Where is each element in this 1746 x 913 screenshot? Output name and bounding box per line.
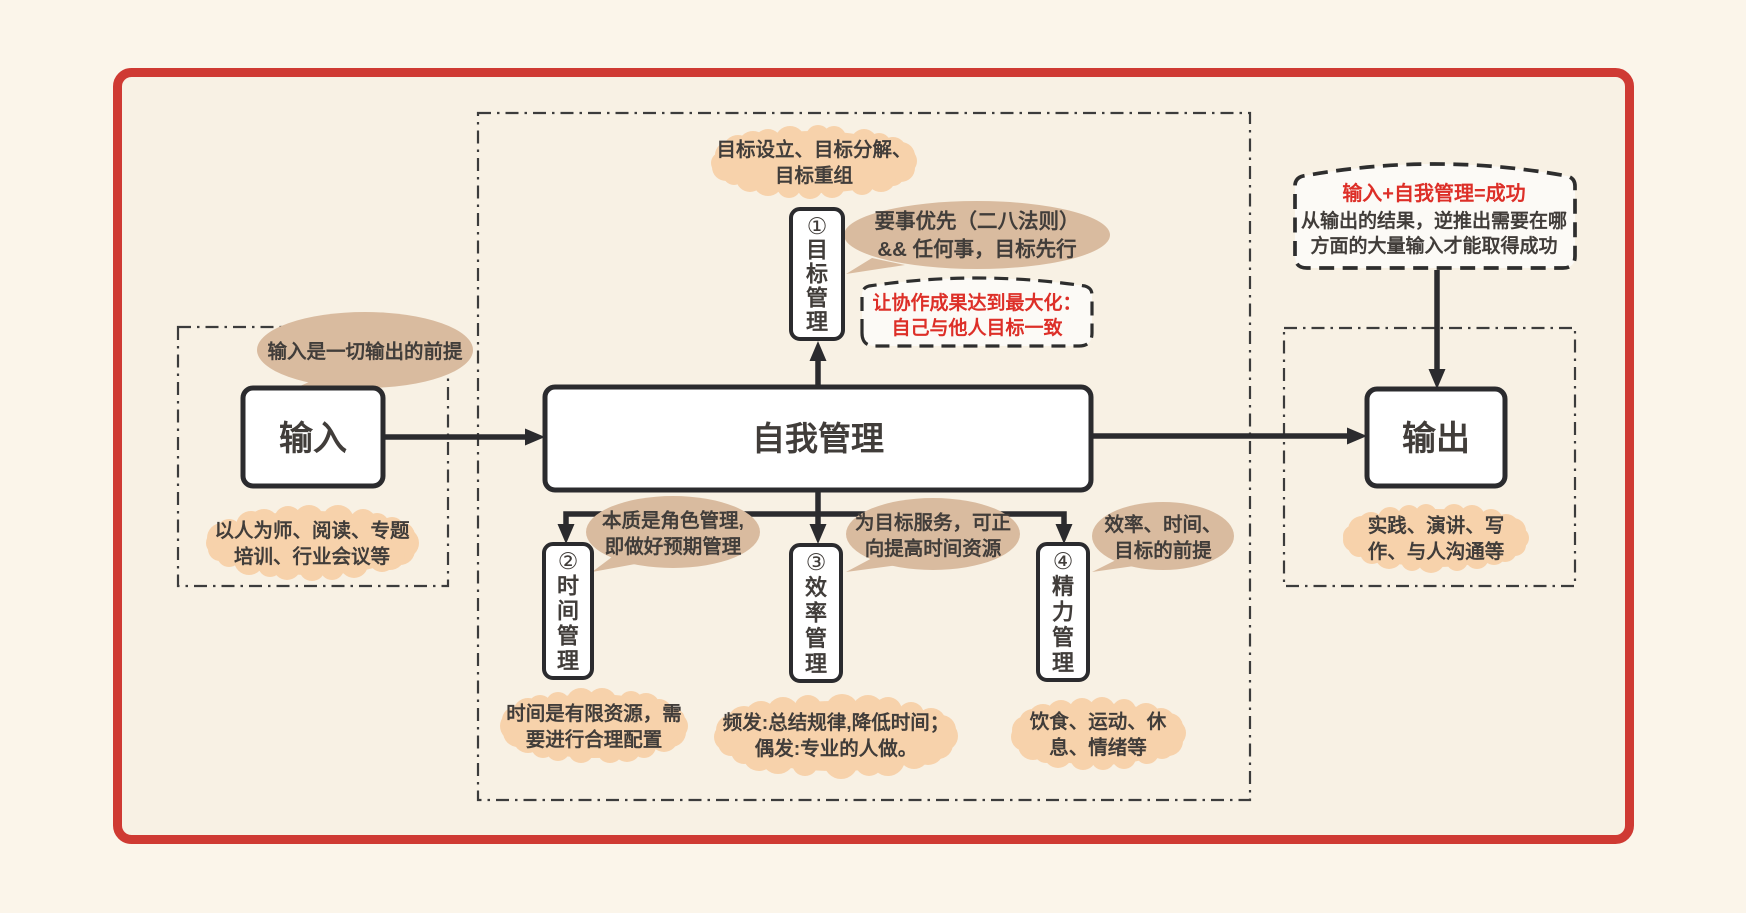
- svg-text:管: 管: [805, 626, 827, 651]
- svg-text:作、与人沟通等: 作、与人沟通等: [1368, 540, 1505, 563]
- svg-text:目标的前提: 目标的前提: [1114, 539, 1212, 562]
- svg-text:①: ①: [807, 213, 828, 239]
- svg-text:管: 管: [557, 624, 579, 649]
- svg-text:让协作成果达到最大化：: 让协作成果达到最大化：: [872, 291, 1081, 314]
- svg-text:理: 理: [805, 652, 827, 677]
- svg-text:自我管理: 自我管理: [752, 420, 884, 457]
- svg-text:力: 力: [1052, 600, 1074, 625]
- svg-text:率: 率: [805, 601, 827, 626]
- svg-text:目标设立、目标分解、: 目标设立、目标分解、: [716, 138, 911, 161]
- svg-text:饮食、运动、休: 饮食、运动、休: [1029, 710, 1167, 733]
- svg-text:效: 效: [805, 575, 827, 600]
- svg-text:方面的大量输入才能取得成功: 方面的大量输入才能取得成功: [1310, 234, 1557, 257]
- svg-text:即做好预期管理: 即做好预期管理: [605, 535, 742, 558]
- svg-text:本质是角色管理,: 本质是角色管理,: [602, 509, 744, 532]
- svg-text:间: 间: [557, 599, 579, 624]
- svg-text:向提高时间资源: 向提高时间资源: [865, 537, 1002, 560]
- svg-text:②: ②: [558, 548, 579, 574]
- svg-text:为目标服务，可正: 为目标服务，可正: [855, 511, 1011, 534]
- svg-text:输出: 输出: [1402, 420, 1470, 458]
- svg-text:频发:总结规律,降低时间；: 频发:总结规律,降低时间；: [723, 711, 949, 734]
- svg-text:理: 理: [557, 649, 579, 674]
- svg-text:管: 管: [806, 286, 828, 311]
- svg-text:效率、时间、: 效率、时间、: [1104, 513, 1221, 536]
- svg-text:管: 管: [1052, 625, 1074, 650]
- svg-text:标: 标: [806, 262, 828, 287]
- svg-text:培训、行业会议等: 培训、行业会议等: [234, 545, 391, 568]
- svg-text:输入是一切输出的前提: 输入是一切输出的前提: [267, 340, 463, 363]
- svg-text:自己与他人目标一致: 自己与他人目标一致: [891, 316, 1063, 339]
- svg-text:理: 理: [1052, 651, 1074, 676]
- svg-text:输入+自我管理=成功: 输入+自我管理=成功: [1342, 181, 1525, 205]
- svg-text:④: ④: [1053, 548, 1074, 574]
- svg-text:目: 目: [806, 238, 828, 263]
- svg-text:息、情绪等: 息、情绪等: [1049, 736, 1147, 759]
- svg-text:从输出的结果，逆推出需要在哪: 从输出的结果，逆推出需要在哪: [1301, 209, 1567, 232]
- svg-text:&& 任何事，目标先行: && 任何事，目标先行: [877, 237, 1076, 261]
- svg-text:要事优先（二八法则）: 要事优先（二八法则）: [875, 209, 1080, 233]
- svg-text:偶发:专业的人做。: 偶发:专业的人做。: [755, 737, 918, 760]
- svg-text:目标重组: 目标重组: [775, 164, 854, 187]
- svg-text:以人为师、阅读、专题: 以人为师、阅读、专题: [214, 519, 410, 542]
- svg-text:精: 精: [1052, 574, 1074, 599]
- svg-text:输入: 输入: [279, 420, 347, 458]
- svg-text:时: 时: [557, 574, 579, 599]
- svg-text:理: 理: [806, 310, 828, 335]
- svg-text:要进行合理配置: 要进行合理配置: [526, 728, 663, 751]
- svg-text:时间是有限资源，需: 时间是有限资源，需: [506, 702, 682, 725]
- svg-text:③: ③: [806, 549, 827, 575]
- svg-text:实践、演讲、写: 实践、演讲、写: [1368, 514, 1505, 537]
